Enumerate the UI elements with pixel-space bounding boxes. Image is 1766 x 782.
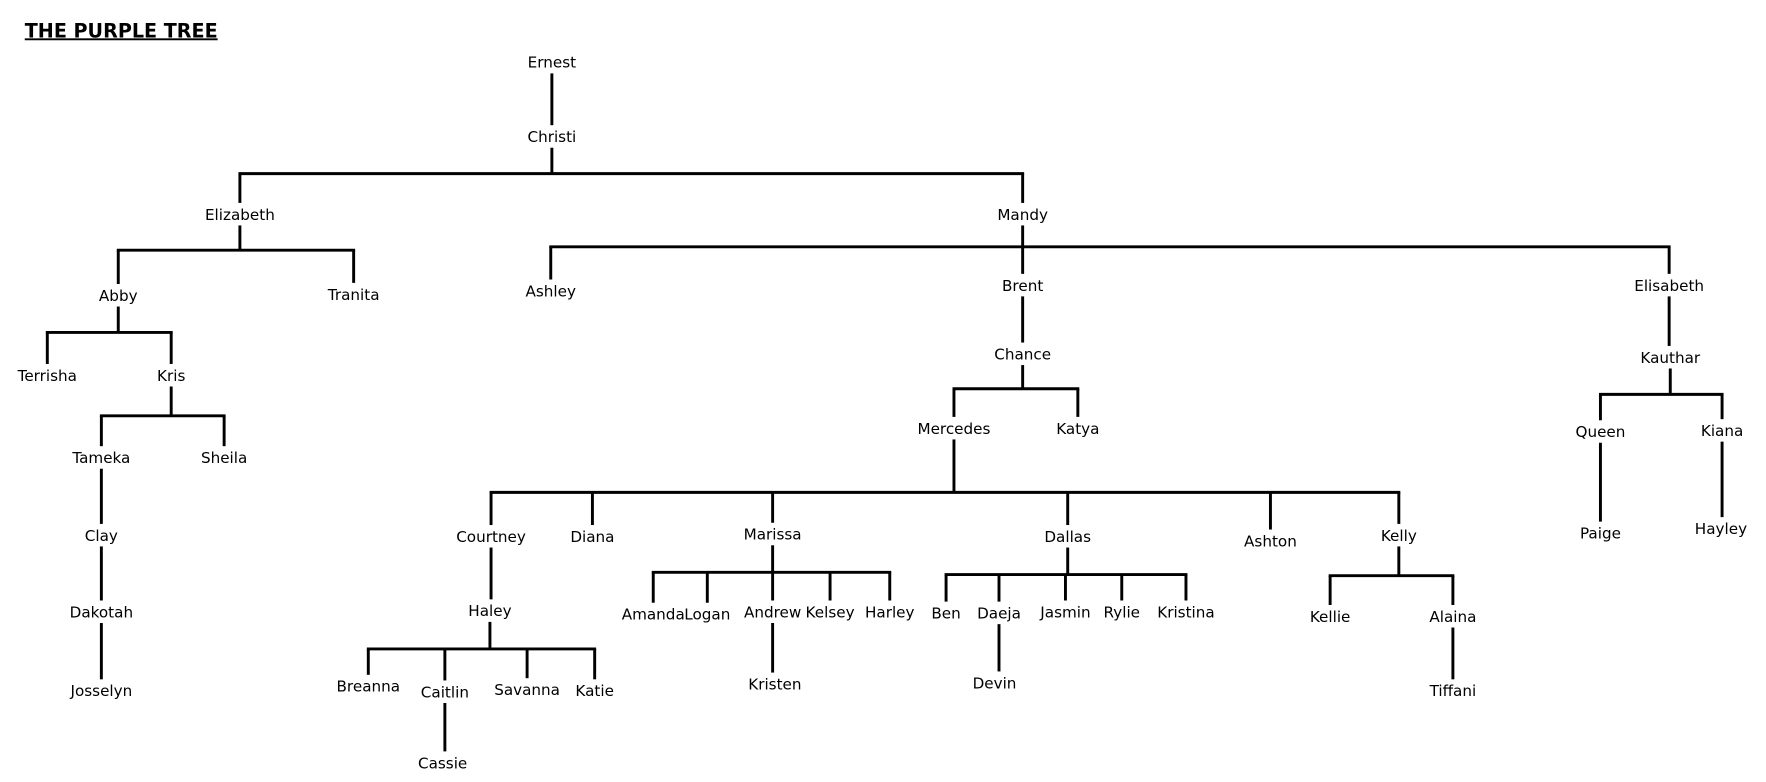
person-josselyn: Josselyn [69, 682, 132, 700]
person-dakotah: Dakotah [70, 603, 133, 621]
person-kauthar: Kauthar [1640, 349, 1701, 367]
person-kelly: Kelly [1381, 527, 1417, 545]
person-kiana: Kiana [1701, 422, 1743, 440]
person-amanda: Amanda [622, 606, 685, 624]
person-haley: Haley [468, 602, 511, 620]
person-logan: Logan [684, 606, 730, 624]
person-paige: Paige [1580, 525, 1621, 543]
person-mandy: Mandy [997, 206, 1048, 224]
person-kris: Kris [157, 367, 185, 385]
person-abby: Abby [99, 287, 138, 305]
person-elizabeth: Elizabeth [205, 206, 275, 224]
person-diana: Diana [570, 528, 614, 546]
person-tranita: Tranita [327, 286, 380, 304]
person-brent: Brent [1002, 277, 1043, 295]
person-rylie: Rylie [1104, 603, 1141, 621]
person-clay: Clay [85, 527, 118, 545]
person-harley: Harley [865, 603, 915, 621]
person-elisabeth: Elisabeth [1634, 277, 1704, 295]
person-tameka: Tameka [71, 449, 130, 467]
person-mercedes: Mercedes [917, 420, 990, 438]
person-katya: Katya [1056, 420, 1099, 438]
person-kellie: Kellie [1310, 608, 1351, 626]
person-kristen: Kristen [748, 675, 801, 693]
person-sheila: Sheila [201, 449, 247, 467]
person-dallas: Dallas [1044, 528, 1091, 546]
person-savanna: Savanna [494, 681, 560, 699]
person-jasmin: Jasmin [1039, 603, 1090, 621]
connector-lines [45, 73, 1724, 752]
person-terrisha: Terrisha [17, 367, 77, 385]
person-courtney: Courtney [456, 528, 526, 546]
person-marissa: Marissa [744, 526, 802, 544]
person-caitlin: Caitlin [421, 683, 469, 701]
person-tiffani: Tiffani [1429, 682, 1477, 700]
person-chance: Chance [994, 345, 1051, 363]
person-daeja: Daeja [977, 605, 1021, 623]
person-breanna: Breanna [337, 678, 401, 696]
person-ernest: Ernest [528, 54, 576, 72]
person-cassie: Cassie [418, 754, 467, 772]
page-title: THE PURPLE TREE [25, 19, 218, 42]
person-hayley: Hayley [1695, 520, 1747, 538]
person-christi: Christi [527, 128, 576, 146]
person-ashton: Ashton [1244, 532, 1297, 550]
person-andrew: Andrew [744, 603, 801, 621]
person-devin: Devin [973, 674, 1017, 692]
person-queen: Queen [1575, 423, 1625, 441]
person-kelsey: Kelsey [806, 603, 855, 621]
person-katie: Katie [575, 682, 614, 700]
person-ben: Ben [931, 605, 960, 623]
person-ashley: Ashley [526, 282, 576, 300]
person-kristina: Kristina [1157, 603, 1214, 621]
person-alaina: Alaina [1429, 608, 1476, 626]
